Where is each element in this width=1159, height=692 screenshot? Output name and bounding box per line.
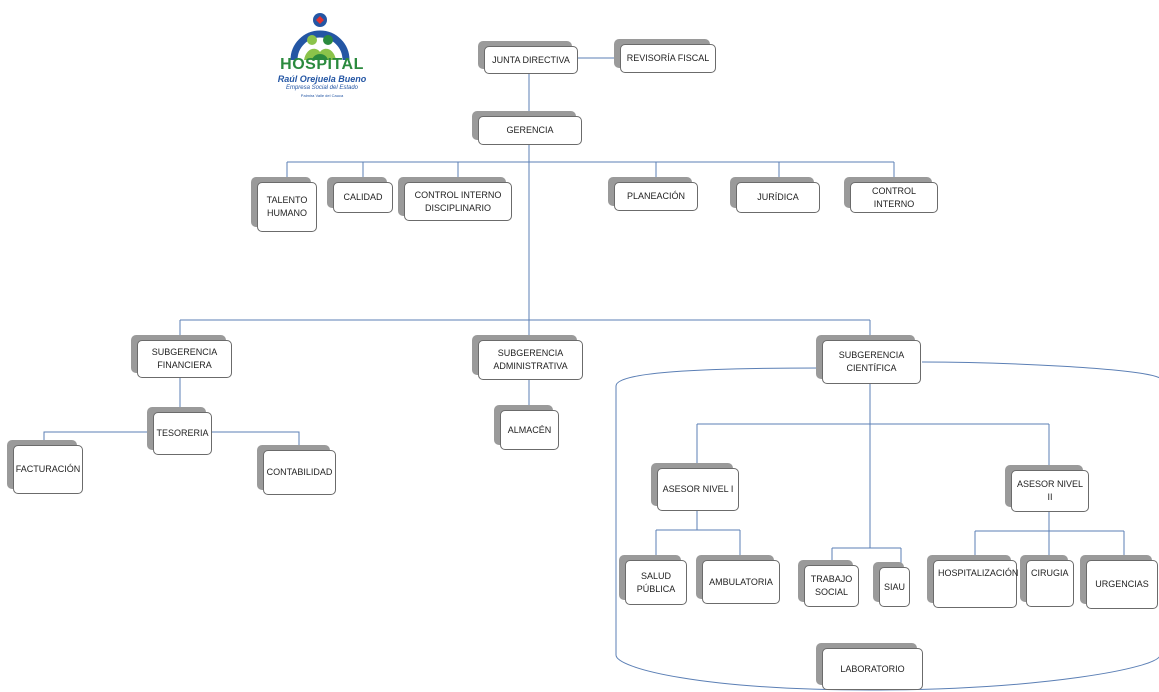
node-trabajo-social: TRABAJO SOCIAL [798, 560, 859, 607]
node-control-interno-label: CONTROL INTERNO [850, 182, 938, 213]
node-asesor-nivel-i: ASESOR NIVEL I [651, 463, 739, 511]
node-planeacion: PLANEACIÓN [608, 177, 698, 211]
node-planeacion-label: PLANEACIÓN [614, 182, 698, 211]
node-subgerencia-financiera-label: SUBGERENCIA FINANCIERA [137, 340, 232, 378]
node-cirugia-label: CIRUGIA [1026, 560, 1074, 607]
hospital-logo: HOSPITAL Raúl Orejuela Bueno Empresa Soc… [276, 4, 368, 124]
node-contabilidad: CONTABILIDAD [257, 445, 336, 495]
node-ambulatoria: AMBULATORIA [696, 555, 780, 604]
node-salud-publica: SALUD PÚBLICA [619, 555, 687, 605]
node-salud-publica-label: SALUD PÚBLICA [625, 560, 687, 605]
connector-gerencia-subgerencias-bus [180, 162, 870, 321]
connector-cientifica-to-lower-bus [832, 424, 901, 549]
hospital-logo-name: Raúl Orejuela Bueno [277, 74, 367, 84]
node-talento-humano-label: TALENTO HUMANO [257, 182, 317, 232]
node-facturacion-label: FACTURACIÓN [13, 445, 83, 494]
hospital-logo-word: HOSPITAL [280, 56, 364, 73]
node-urgencias-label: URGENCIAS [1086, 560, 1158, 609]
node-asesor-nivel-ii-label: ASESOR NIVEL II [1011, 470, 1089, 512]
node-juridica-label: JURÍDICA [736, 182, 820, 213]
node-control-interno-disciplinario: CONTROL INTERNO DISCIPLINARIO [398, 177, 512, 221]
hospital-logo-subtitle: Empresa Social del Estado [285, 85, 359, 91]
node-trabajo-social-label: TRABAJO SOCIAL [804, 565, 859, 607]
node-subgerencia-administrativa-label: SUBGERENCIA ADMINISTRATIVA [478, 340, 583, 380]
node-contabilidad-label: CONTABILIDAD [263, 450, 336, 495]
node-urgencias: URGENCIAS [1080, 555, 1158, 609]
node-juridica: JURÍDICA [730, 177, 820, 213]
node-junta-directiva-label: JUNTA DIRECTIVA [484, 46, 578, 74]
node-revisoria-fiscal: REVISORÍA FISCAL [614, 39, 716, 73]
node-laboratorio-label: LABORATORIO [822, 648, 923, 690]
hospital-logo-location: Palmira Valle del Cauca [300, 93, 344, 98]
connector-cientifica-bus [697, 384, 1049, 425]
node-junta-directiva: JUNTA DIRECTIVA [478, 41, 578, 74]
connector-asesor-i-children [655, 511, 741, 560]
node-siau: SIAU [873, 562, 910, 607]
node-calidad: CALIDAD [327, 177, 393, 213]
node-gerencia-label: GERENCIA [478, 116, 582, 145]
node-subgerencia-administrativa: SUBGERENCIA ADMINISTRATIVA [472, 335, 583, 380]
node-calidad-label: CALIDAD [333, 182, 393, 213]
node-asesor-nivel-ii: ASESOR NIVEL II [1005, 465, 1089, 512]
connector-asesor-ii-children [974, 512, 1125, 560]
node-almacen-label: ALMACÉN [500, 410, 559, 450]
connector-gerencia-staff-bus [287, 145, 894, 163]
node-subgerencia-cientifica-label: SUBGERENCIA CIENTÍFICA [822, 340, 921, 384]
node-hospitalizacion: HOSPITALIZACIÓN [927, 555, 1018, 608]
connector-tesoreria-contabilidad [212, 431, 300, 450]
node-facturacion: FACTURACIÓN [7, 440, 83, 494]
node-subgerencia-financiera: SUBGERENCIA FINANCIERA [131, 335, 232, 378]
node-siau-label: SIAU [879, 567, 910, 607]
node-talento-humano: TALENTO HUMANO [251, 177, 317, 232]
node-almacen: ALMACÉN [494, 405, 559, 450]
node-tesoreria-label: TESORERIA [153, 412, 212, 455]
node-gerencia: GERENCIA [472, 111, 582, 145]
node-asesor-nivel-i-label: ASESOR NIVEL I [657, 468, 739, 511]
node-control-interno-disciplinario-label: CONTROL INTERNO DISCIPLINARIO [404, 182, 512, 221]
node-subgerencia-cientifica: SUBGERENCIA CIENTÍFICA [816, 335, 921, 384]
hospital-logo-mark [290, 13, 350, 61]
node-ambulatoria-label: AMBULATORIA [702, 560, 780, 604]
node-control-interno: CONTROL INTERNO [844, 177, 938, 213]
node-tesoreria: TESORERIA [147, 407, 212, 455]
node-revisoria-fiscal-label: REVISORÍA FISCAL [620, 44, 716, 73]
node-hospitalizacion-label: HOSPITALIZACIÓN [933, 560, 1018, 608]
node-laboratorio: LABORATORIO [816, 643, 923, 690]
node-cirugia: CIRUGIA [1020, 555, 1074, 607]
